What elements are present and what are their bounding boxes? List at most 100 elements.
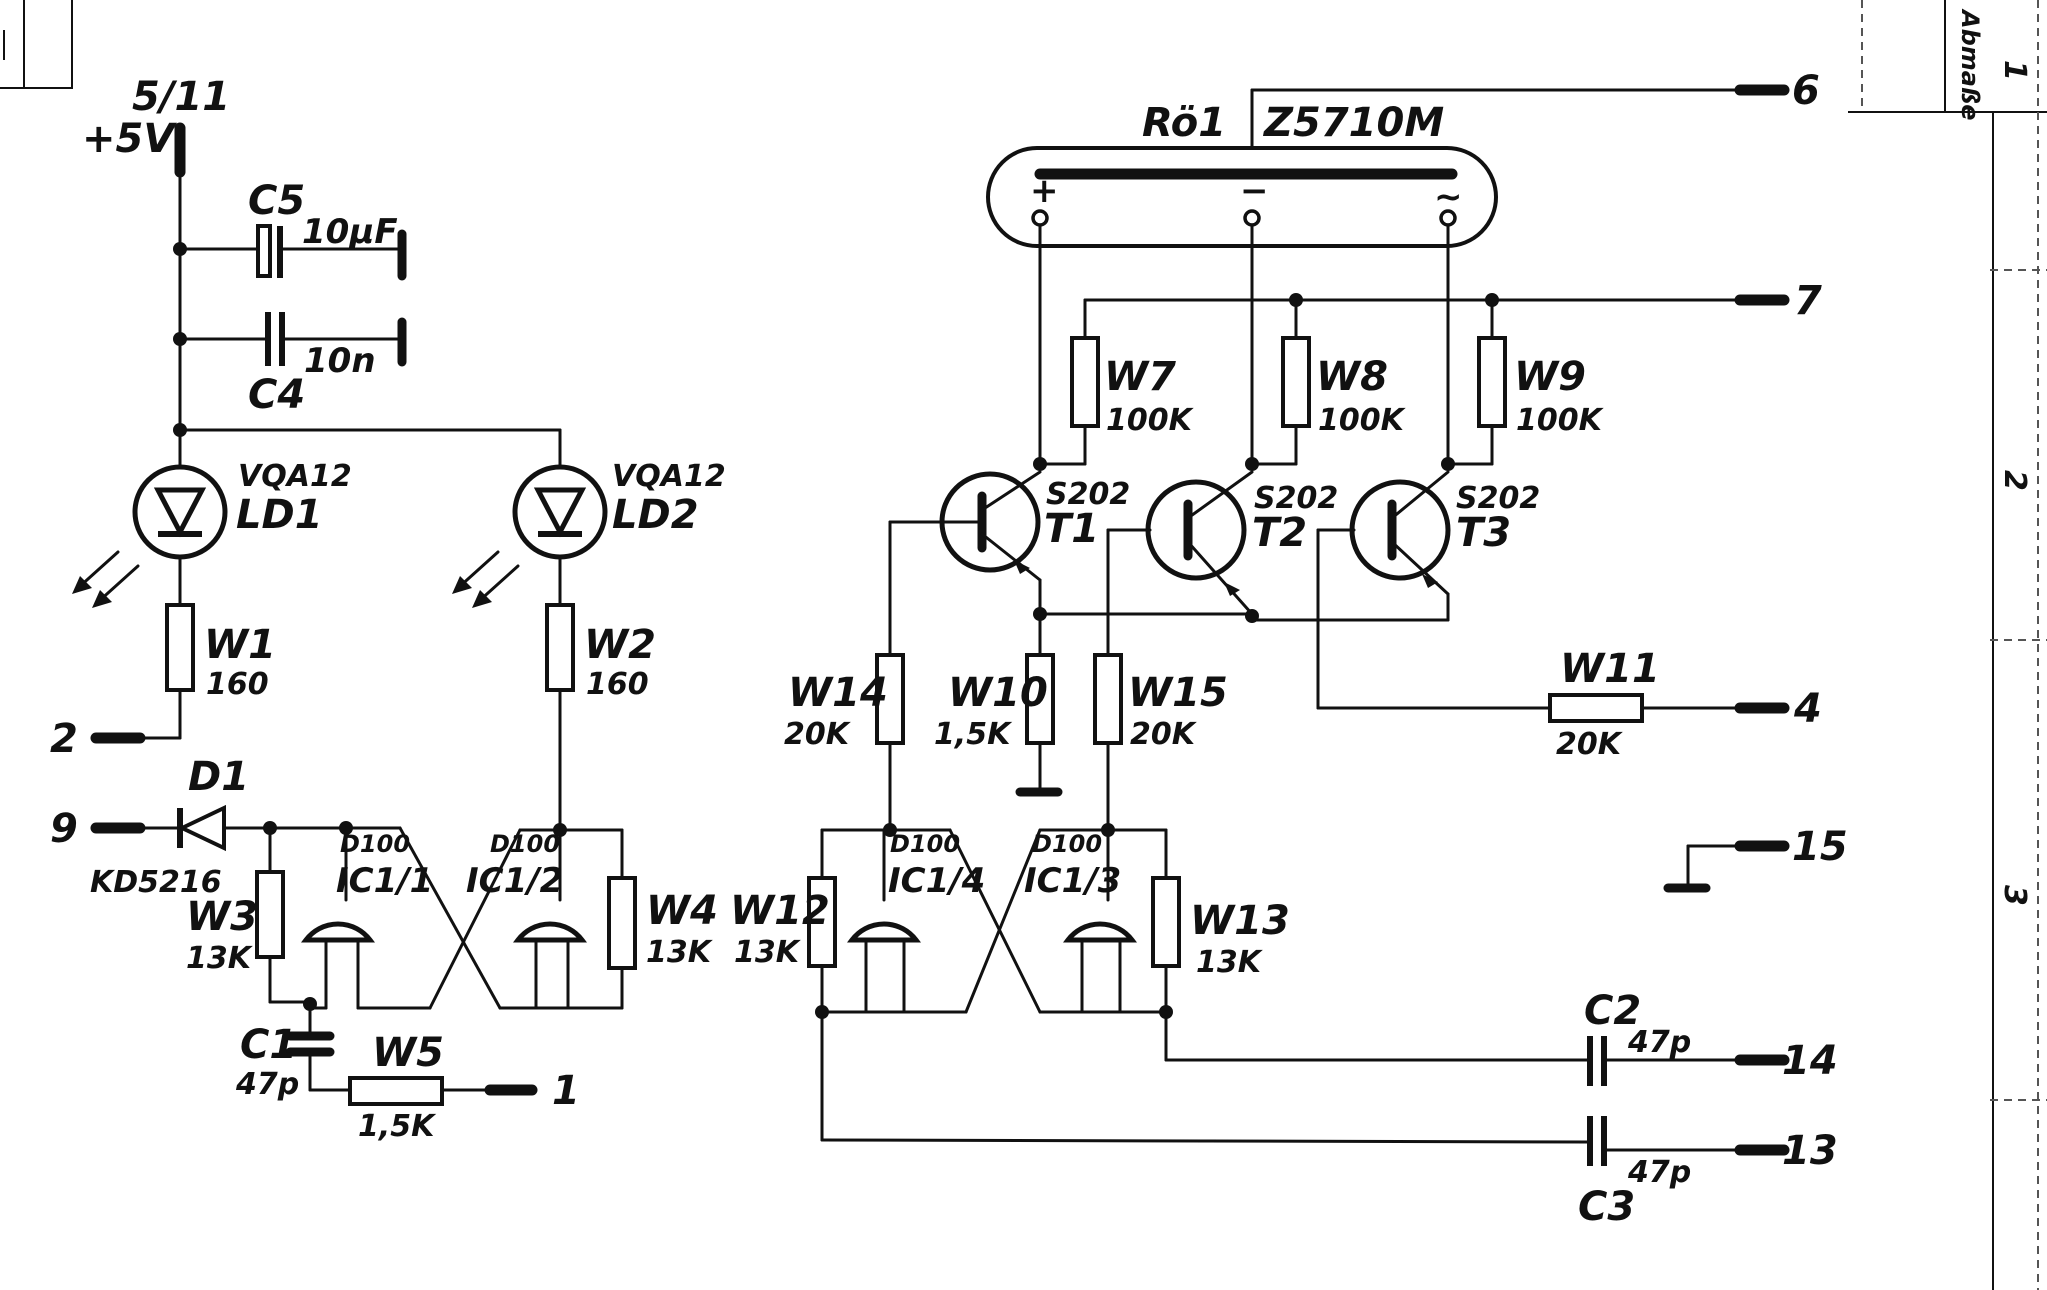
tube-tilde-label: ~ <box>1434 177 1463 217</box>
w5-value-label: 1,5K <box>358 1109 437 1144</box>
t2-type-label: S202 <box>1254 481 1338 516</box>
ic12-name-label: IC1/2 <box>466 861 563 901</box>
t1-type-label: S202 <box>1046 477 1130 512</box>
tube-ro1: + − ~ Rö1 Z5710M <box>986 88 1742 248</box>
w1-name-label: W1 <box>204 622 276 668</box>
ld2-name-label: LD2 <box>612 492 699 538</box>
ic13-type-label: D100 <box>1032 830 1102 858</box>
flipflop-right: D100 IC1/4 D100 IC1/3 W12 13K W13 13K <box>730 823 1590 1142</box>
w9-value-label: 100K <box>1516 403 1605 438</box>
terminal-9-label: 9 <box>50 806 78 852</box>
capacitor-c4: 10n C4 <box>178 312 407 418</box>
c1-name-label: C1 <box>240 1022 297 1068</box>
ic11-name-label: IC1/1 <box>336 861 433 901</box>
w3-name-label: W3 <box>186 894 258 940</box>
terminal-4-label: 4 <box>1793 686 1822 732</box>
terminal-1-label: 1 <box>552 1068 580 1114</box>
led-ld1: VQA12 LD1 <box>72 428 352 608</box>
terminal-14-label: 14 <box>1782 1038 1838 1084</box>
tube-type-label: Z5710M <box>1262 100 1444 146</box>
w8-value-label: 100K <box>1318 403 1407 438</box>
supply-section: 5/11 +5V <box>82 74 562 470</box>
resistor-w10: W10 1,5K <box>934 653 1063 797</box>
c3-value-label: 47p <box>1627 1155 1691 1190</box>
w12-value-label: 13K <box>734 935 802 970</box>
capacitor-c2: C2 47p <box>1584 988 1742 1086</box>
ic11-type-label: D100 <box>340 830 410 858</box>
ic12-type-label: D100 <box>490 830 560 858</box>
w15-value-label: 20K <box>1130 717 1198 752</box>
t2-name-label: T2 <box>1252 510 1307 556</box>
w3-value-label: 13K <box>186 941 254 976</box>
t1-name-label: T1 <box>1044 506 1099 552</box>
d1-name-label: D1 <box>188 754 249 800</box>
ic14-name-label: IC1/4 <box>888 861 985 901</box>
w12-name-label: W12 <box>730 888 830 934</box>
zone-3-label: 3 <box>1997 885 2032 906</box>
terminal-15-label: 15 <box>1792 824 1848 870</box>
w1-value-label: 160 <box>206 667 269 702</box>
resistor-w1: W1 160 <box>138 603 276 740</box>
w15-name-label: W15 <box>1128 670 1228 716</box>
w7-value-label: 100K <box>1106 403 1195 438</box>
ic14-type-label: D100 <box>890 830 960 858</box>
c3-name-label: C3 <box>1578 1184 1635 1230</box>
c4-value-label: 10n <box>304 341 376 381</box>
frame-header-label: Abmaße <box>1956 8 1984 121</box>
w5-name-label: W5 <box>372 1030 444 1076</box>
terminal-2-label: 2 <box>50 716 78 762</box>
resistor-w7: W7 100K <box>1038 336 1195 466</box>
resistor-w5: W5 1,5K <box>348 1030 492 1144</box>
w11-name-label: W11 <box>1560 646 1660 692</box>
c5-value-label: 10μF <box>302 212 398 252</box>
tube-minus-label: − <box>1240 171 1269 211</box>
zone-2-label: 2 <box>1997 470 2032 491</box>
w14-name-label: W14 <box>788 670 888 716</box>
tube-name-label: Rö1 <box>1142 100 1226 146</box>
transistor-t2: S202 T2 <box>1106 470 1338 657</box>
capacitor-c5: C5 10μF <box>178 178 407 281</box>
c1-value-label: 47p <box>235 1067 299 1102</box>
w9-name-label: W9 <box>1514 354 1586 400</box>
ld2-type-label: VQA12 <box>612 459 726 494</box>
resistor-w2: W2 160 <box>545 603 656 832</box>
t3-type-label: S202 <box>1456 481 1540 516</box>
w2-value-label: 160 <box>586 667 649 702</box>
tube-plus-label: + <box>1030 171 1059 211</box>
resistor-w11: W11 20K <box>1548 646 1742 762</box>
diode-d1: D1 KD5216 <box>90 754 402 900</box>
ic13-name-label: IC1/3 <box>1024 861 1121 901</box>
capacitor-c1: C1 47p <box>235 1002 352 1102</box>
terminal-7-label: 7 <box>1794 278 1822 324</box>
emitter-bus <box>1033 607 1450 657</box>
terminal-15-ground <box>1663 844 1742 893</box>
bus-7 <box>1083 293 1742 338</box>
c5-name-label: C5 <box>248 178 305 224</box>
c4-name-label: C4 <box>248 372 305 418</box>
w10-name-label: W10 <box>948 670 1048 716</box>
flipflop-left: D100 IC1/1 D100 IC1/2 W3 13K W4 13K <box>186 823 718 1010</box>
capacitor-c3: 47p C3 <box>820 1116 1742 1230</box>
w10-value-label: 1,5K <box>934 717 1013 752</box>
w11-value-label: 20K <box>1556 727 1624 762</box>
w13-name-label: W13 <box>1190 898 1290 944</box>
w4-name-label: W4 <box>646 888 718 934</box>
zone-1-label: 1 <box>1997 60 2032 81</box>
w7-name-label: W7 <box>1104 354 1176 400</box>
w14-value-label: 20K <box>784 717 852 752</box>
ld1-type-label: VQA12 <box>238 459 352 494</box>
resistor-w14: W14 20K <box>784 653 905 832</box>
terminal-13-label: 13 <box>1782 1128 1838 1174</box>
led-ld2: VQA12 LD2 <box>452 459 726 608</box>
transistor-t3: S202 T3 <box>1316 470 1552 710</box>
w8-name-label: W8 <box>1316 354 1388 400</box>
resistor-w15: W15 20K <box>1093 653 1228 832</box>
terminal-6-label: 6 <box>1792 68 1820 114</box>
t3-name-label: T3 <box>1456 510 1511 556</box>
resistor-w9: W9 100K <box>1446 336 1605 466</box>
w2-name-label: W2 <box>584 622 656 668</box>
w4-value-label: 13K <box>646 935 714 970</box>
resistor-w8: W8 100K <box>1250 336 1407 466</box>
